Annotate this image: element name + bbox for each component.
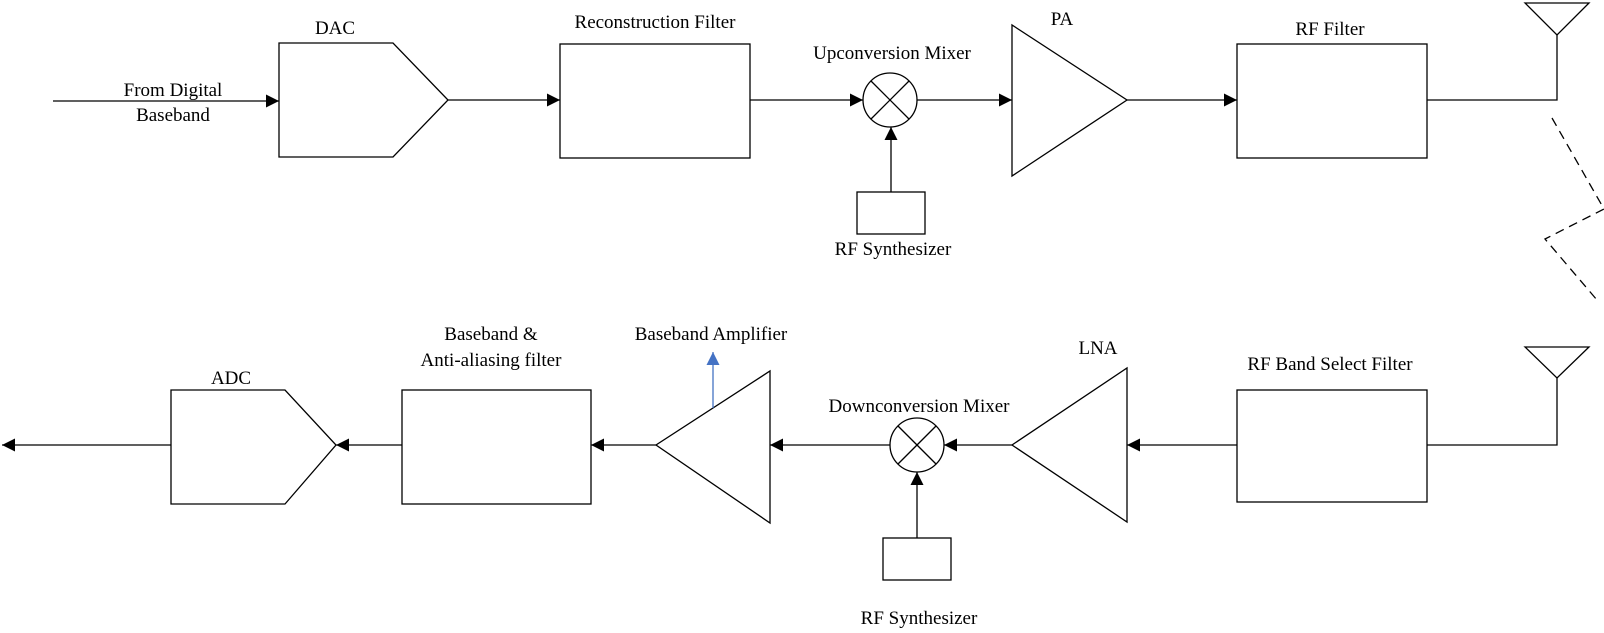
reconstruction-filter-block — [559, 43, 751, 159]
dac-label: DAC — [315, 18, 355, 39]
transmit-chain: From Digital Baseband DAC Reconstruction… — [53, 2, 1591, 260]
rx-rf-synthesizer-block — [882, 537, 952, 581]
lna-block — [1010, 366, 1128, 524]
upconversion-mixer — [862, 72, 918, 128]
tx-antenna-feed-line — [1427, 35, 1558, 101]
dac-block — [278, 42, 449, 158]
rx-rf-synthesizer-label: RF Synthesizer — [861, 608, 978, 629]
wireless-link-dashed-line — [1543, 117, 1604, 301]
pa-block — [1011, 23, 1129, 178]
baseband-anti-aliasing-filter-block — [401, 389, 592, 505]
baseband-filter-label-line2: Anti-aliasing filter — [421, 350, 563, 371]
receive-chain: RF Band Select Filter LNA Downconversion… — [2, 324, 1591, 629]
tx-rf-synthesizer-block — [856, 191, 926, 235]
rf-band-select-filter-label: RF Band Select Filter — [1247, 354, 1413, 375]
baseband-amplifier-label: Baseband Amplifier — [635, 324, 788, 345]
tx-input-label-line2: Baseband — [136, 105, 210, 126]
reconstruction-filter-label: Reconstruction Filter — [575, 12, 737, 33]
rx-antenna-icon — [1523, 346, 1591, 379]
rf-filter-block — [1236, 43, 1428, 159]
tx-antenna-icon — [1523, 2, 1591, 36]
adc-label: ADC — [211, 368, 251, 389]
lna-label: LNA — [1078, 338, 1117, 359]
rf-filter-label: RF Filter — [1295, 19, 1365, 40]
downconversion-mixer-label: Downconversion Mixer — [829, 396, 1011, 417]
tx-input-label-line1: From Digital — [124, 80, 223, 101]
rx-antenna-feed-line — [1427, 378, 1558, 446]
pa-label: PA — [1051, 9, 1074, 30]
upconversion-mixer-label: Upconversion Mixer — [813, 43, 971, 64]
adc-block — [170, 389, 337, 505]
tx-rf-synthesizer-label: RF Synthesizer — [835, 239, 952, 260]
baseband-filter-label-line1: Baseband & — [444, 324, 538, 345]
rf-band-select-filter-block — [1236, 389, 1428, 503]
downconversion-mixer — [889, 417, 945, 473]
